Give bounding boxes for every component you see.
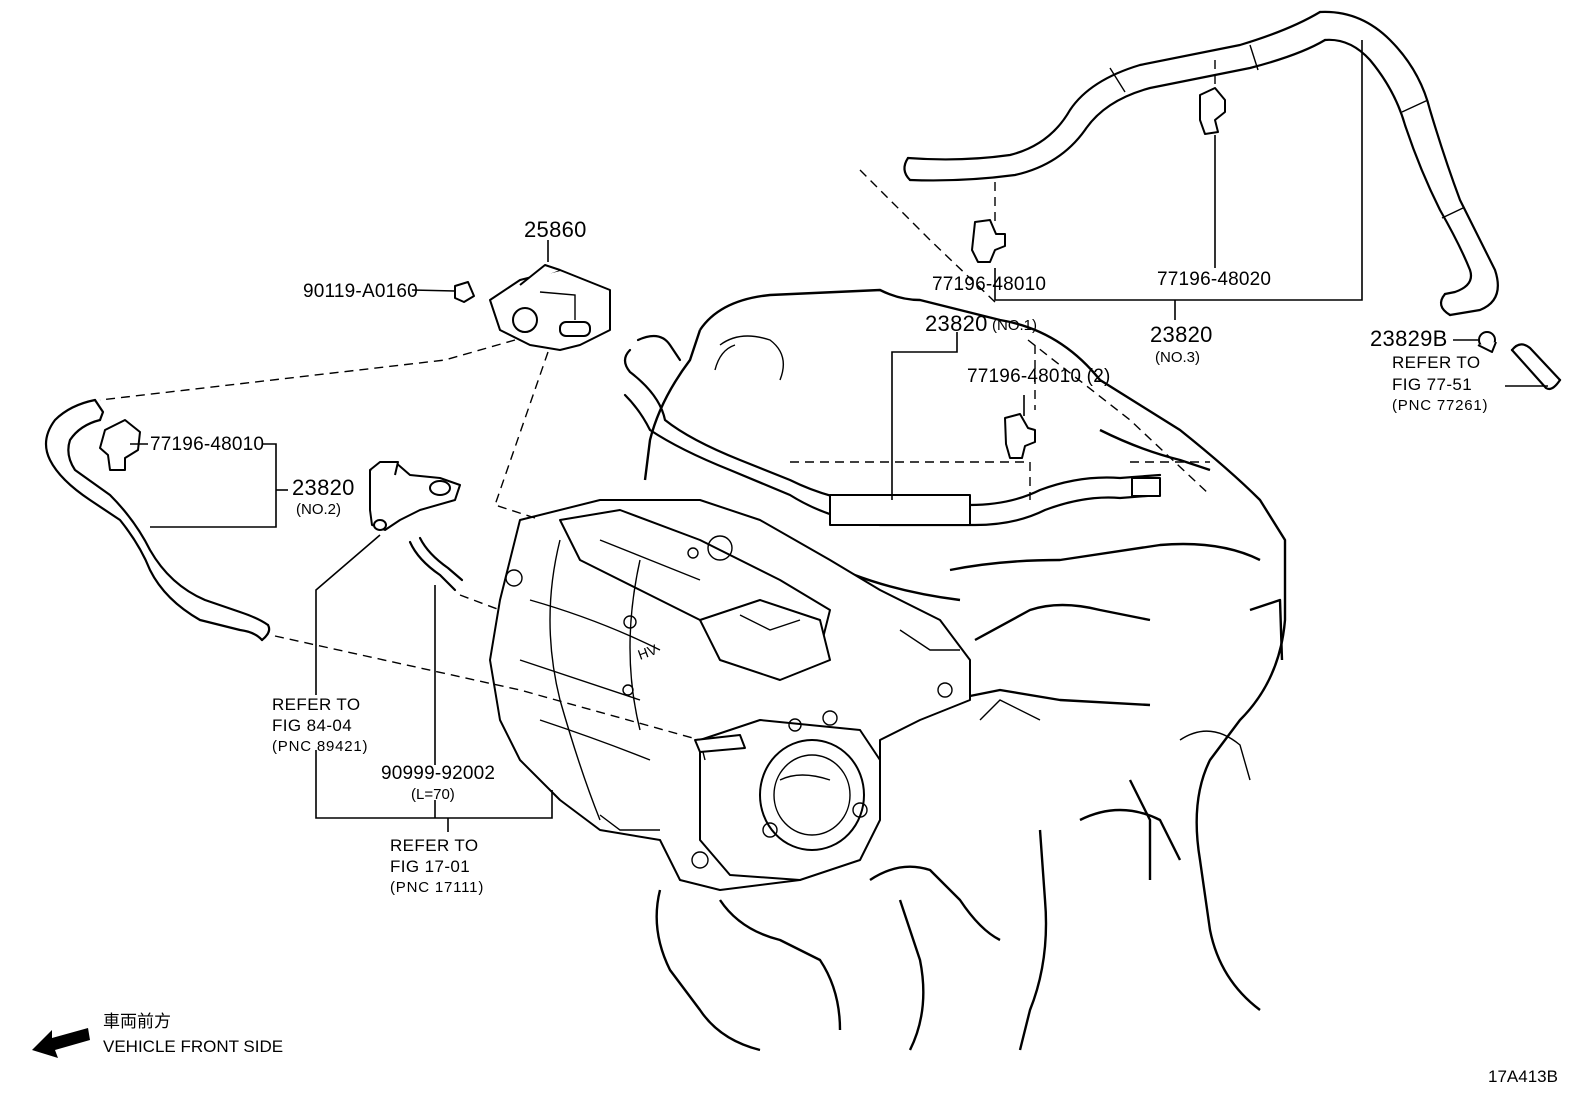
refer-fig-84-04: REFER TO FIG 84-04 (PNC 89421) xyxy=(272,695,368,755)
vehicle-front-indicator: 車両前方 VEHICLE FRONT SIDE xyxy=(32,1012,283,1058)
callout-77196-48010-left: 77196-48010 xyxy=(150,434,264,455)
hose-end-77-51 xyxy=(1510,343,1562,391)
callout-23820-no1: 23820 xyxy=(925,311,988,336)
callout-23820-no3: 23820 xyxy=(1150,322,1213,347)
clip-77196-48010-mid xyxy=(1004,413,1036,459)
callout-23829b: 23829B xyxy=(1370,326,1448,351)
ref-77-line3: (PNC 77261) xyxy=(1392,397,1488,414)
callout-25860: 25860 xyxy=(524,217,587,242)
callout-77196-48010-top: 77196-48010 xyxy=(932,274,1046,295)
ref-17-line3: (PNC 17111) xyxy=(390,879,484,896)
callout-77196-48020-top: 77196-48020 xyxy=(1157,269,1271,290)
ref-84-line3: (PNC 89421) xyxy=(272,738,368,755)
ref-84-line1: REFER TO xyxy=(272,695,361,714)
ref-77-line1: REFER TO xyxy=(1392,353,1481,372)
callout-no3: (NO.3) xyxy=(1155,349,1200,366)
clamp-23829b xyxy=(1477,331,1497,353)
front-label-en: VEHICLE FRONT SIDE xyxy=(103,1037,283,1056)
ref-84-line2: FIG 84-04 xyxy=(272,716,352,735)
refer-fig-17-01: REFER TO FIG 17-01 (PNC 17111) xyxy=(390,836,484,896)
ref-17-line2: FIG 17-01 xyxy=(390,857,470,876)
motor-generator-assembly: HV xyxy=(489,499,971,891)
hose-23820-no1 xyxy=(623,334,1162,527)
callout-23820-no2: 23820 xyxy=(292,475,355,500)
figure-code: 17A413B xyxy=(1488,1067,1558,1086)
ref-77-line2: FIG 77-51 xyxy=(1392,375,1472,394)
clip-77196-48010-top xyxy=(971,219,1006,263)
dashed-guides xyxy=(99,60,1216,741)
callout-l70: (L=70) xyxy=(411,786,455,803)
leader-lines xyxy=(130,40,1548,832)
front-label-jp: 車両前方 xyxy=(103,1012,171,1031)
callout-90999-92002: 90999-92002 xyxy=(381,763,495,784)
pressure-sensor xyxy=(369,461,464,592)
vsv-25860 xyxy=(454,264,611,351)
clip-77196-48020-top xyxy=(1199,87,1226,135)
ref-17-line1: REFER TO xyxy=(390,836,479,855)
callout-90119-a0160: 90119-A0160 xyxy=(303,281,418,302)
callout-no2: (NO.2) xyxy=(296,501,341,518)
hose-23820-no3 xyxy=(903,10,1499,317)
refer-fig-77-51: REFER TO FIG 77-51 (PNC 77261) xyxy=(1392,353,1488,414)
front-arrow-icon xyxy=(32,1028,90,1058)
callout-no1: (NO.1) xyxy=(992,317,1037,334)
svg-text:HV: HV xyxy=(636,641,660,663)
engine-block xyxy=(643,288,1287,1052)
callout-77196-48010-mid: 77196-48010 (2) xyxy=(967,366,1111,387)
hose-23820-no2 xyxy=(44,398,271,642)
